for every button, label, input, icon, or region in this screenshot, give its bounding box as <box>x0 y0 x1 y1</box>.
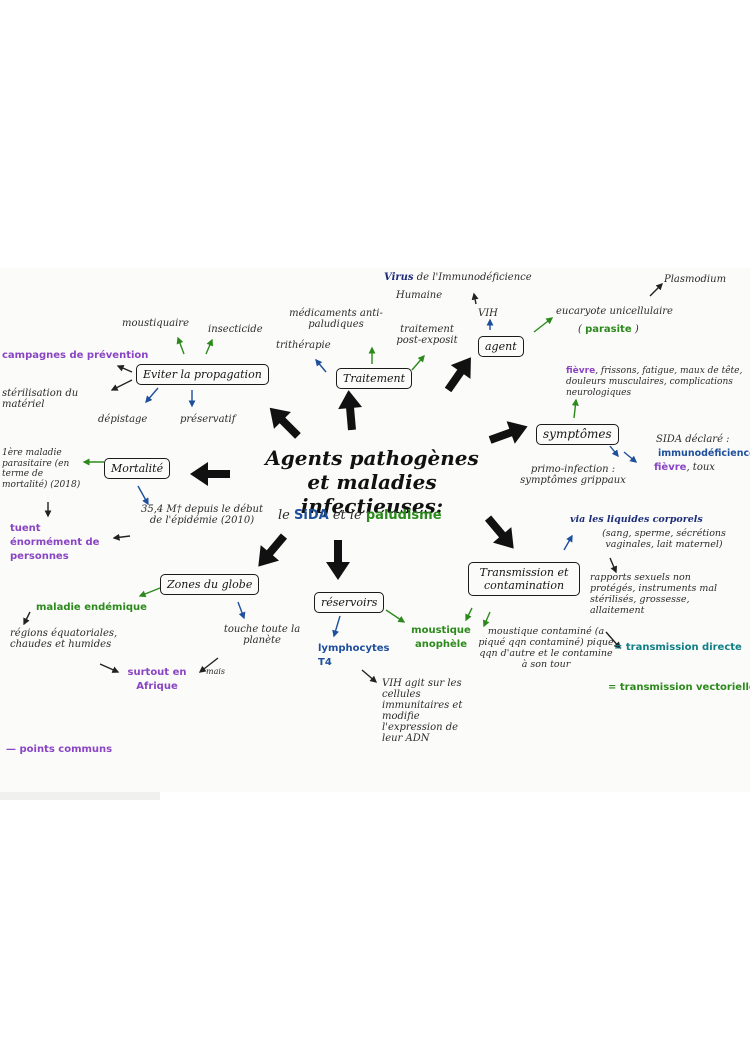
item-eucaryote-unicellulaire: eucaryote unicellulaire <box>556 306 673 317</box>
item-maladie-endemique: maladie endémique <box>36 602 147 613</box>
node-eviter-propagation[interactable]: Eviter la propagation <box>136 364 269 385</box>
subtitle-le2: le <box>349 508 362 523</box>
item-fievre2: fièvre <box>654 462 687 473</box>
item-vih: VIH <box>478 308 498 319</box>
item-transmission-directe: = transmission directe <box>614 642 742 653</box>
item-plasmodium: Plasmodium <box>664 274 727 285</box>
arrow-to-zones <box>249 528 294 575</box>
item-immunodeficience: immunodéficience <box>658 448 750 459</box>
item-parasite-open: ( <box>578 324 582 335</box>
item-transmission-vectorielle: = transmission vectorielle <box>608 682 750 693</box>
item-sterilisation: stérilisation du matériel <box>2 388 79 410</box>
item-surtout-afrique: surtout en Afrique <box>127 667 187 692</box>
item-traitement-post-expositions: traitement post-exposit <box>396 324 458 346</box>
arrow-to-mortalite <box>190 462 230 486</box>
node-agent[interactable]: agent <box>478 336 524 357</box>
item-premiere-maladie-parasitaire: 1ère maladie parasitaire (en terme de mo… <box>2 448 81 490</box>
item-moustiquaire: moustiquaire <box>122 318 189 329</box>
node-traitement[interactable]: Traitement <box>336 368 413 389</box>
item-virus-immunodeficience: Virus de l'Immunodéficience <box>384 272 532 283</box>
item-tritherapie: trithérapie <box>276 340 331 351</box>
item-mais: mais <box>206 667 226 676</box>
mind-map-title: Agents pathogènes et maladies infectieus… <box>265 446 479 518</box>
item-35-millions-morts: 35,4 M† depuis le début de l'épidémie (2… <box>140 504 263 526</box>
item-insecticide: insecticide <box>208 324 263 335</box>
node-transmission[interactable]: Transmission et contamination <box>468 562 580 596</box>
arrow-to-reservoirs <box>326 540 350 580</box>
item-medicaments-antipaludiques: médicaments anti-paludiques <box>289 308 383 330</box>
item-rapports-sexuels: rapports sexuels non protégés, instrumen… <box>590 572 718 616</box>
item-parasite: parasite <box>585 324 632 335</box>
item-primo-infection: primo-infection : symptômes grippaux <box>520 464 626 486</box>
item-campagnes-prevention: campagnes de prévention <box>2 350 149 361</box>
item-virus-word: Virus <box>384 272 414 283</box>
arrow-to-propagation <box>261 399 307 445</box>
item-depistage: dépistage <box>98 414 148 425</box>
item-liquides-corporels: via les liquides corporels <box>570 514 703 525</box>
subtitle-sida: SiDA <box>294 508 329 523</box>
subtitle-le: le <box>278 508 290 523</box>
item-vih-agit: VIH agit sur les cellules immunitaires e… <box>382 678 463 744</box>
item-liquides-detail: (sang, sperme, sécrétions vaginales, lai… <box>602 528 726 550</box>
mind-map-subtitle: le SiDA et le paludisme <box>278 508 442 523</box>
connector-arrows <box>23 283 663 683</box>
item-parasite-wrapper: ( parasite ) <box>578 324 639 335</box>
item-parasite-close: ) <box>634 324 639 335</box>
node-symptomes[interactable]: symptômes <box>536 424 619 445</box>
item-fievre-toux: fièvre, toux <box>654 462 715 473</box>
node-reservoirs[interactable]: réservoirs <box>314 592 385 613</box>
item-sida-declare: SIDA déclaré : <box>656 434 730 445</box>
node-mortalite[interactable]: Mortalité <box>104 458 171 479</box>
node-zones-globe[interactable]: Zones du globe <box>160 574 260 595</box>
legend-points-communs: — points communs <box>6 744 113 755</box>
arrow-to-traitement <box>336 389 364 432</box>
item-lymphocytes-t4: lymphocytes T4 <box>318 643 390 668</box>
sheet-foot <box>0 792 160 800</box>
arrow-to-symptomes <box>485 415 532 452</box>
arrow-to-agent <box>438 350 481 397</box>
item-regions-equatoriales: régions équatoriales, chaudes et humides <box>10 628 118 650</box>
item-humaine: Humaine <box>396 290 443 301</box>
subtitle-paludisme: paludisme <box>365 508 442 523</box>
item-touche-toute-planete: touche toute la planète <box>223 624 301 646</box>
item-preservatif: préservatif <box>180 414 236 425</box>
item-toux: , toux <box>686 462 715 473</box>
item-fievre-symptomes: fièvre, frissons, fatigue, maux de tête,… <box>566 366 746 399</box>
item-tuent-enormement: tuent énormément de personnes <box>10 523 100 562</box>
item-fievre: fièvre <box>566 366 596 376</box>
item-virus-rest: de l'Immunodéficience <box>416 272 532 283</box>
subtitle-et: et <box>332 508 346 523</box>
item-fievre-rest: , frissons, fatigue, maux de tête, doule… <box>566 366 743 398</box>
item-moustique-contamine: moustique contaminé (a piqué qqn contami… <box>478 626 614 670</box>
item-moustique-anophele: moustique anophèle <box>411 625 471 650</box>
node-transmission-label: Transmission et contamination <box>479 566 569 592</box>
mind-map-sheet: Agents pathogènes et maladies infectieus… <box>0 268 750 792</box>
